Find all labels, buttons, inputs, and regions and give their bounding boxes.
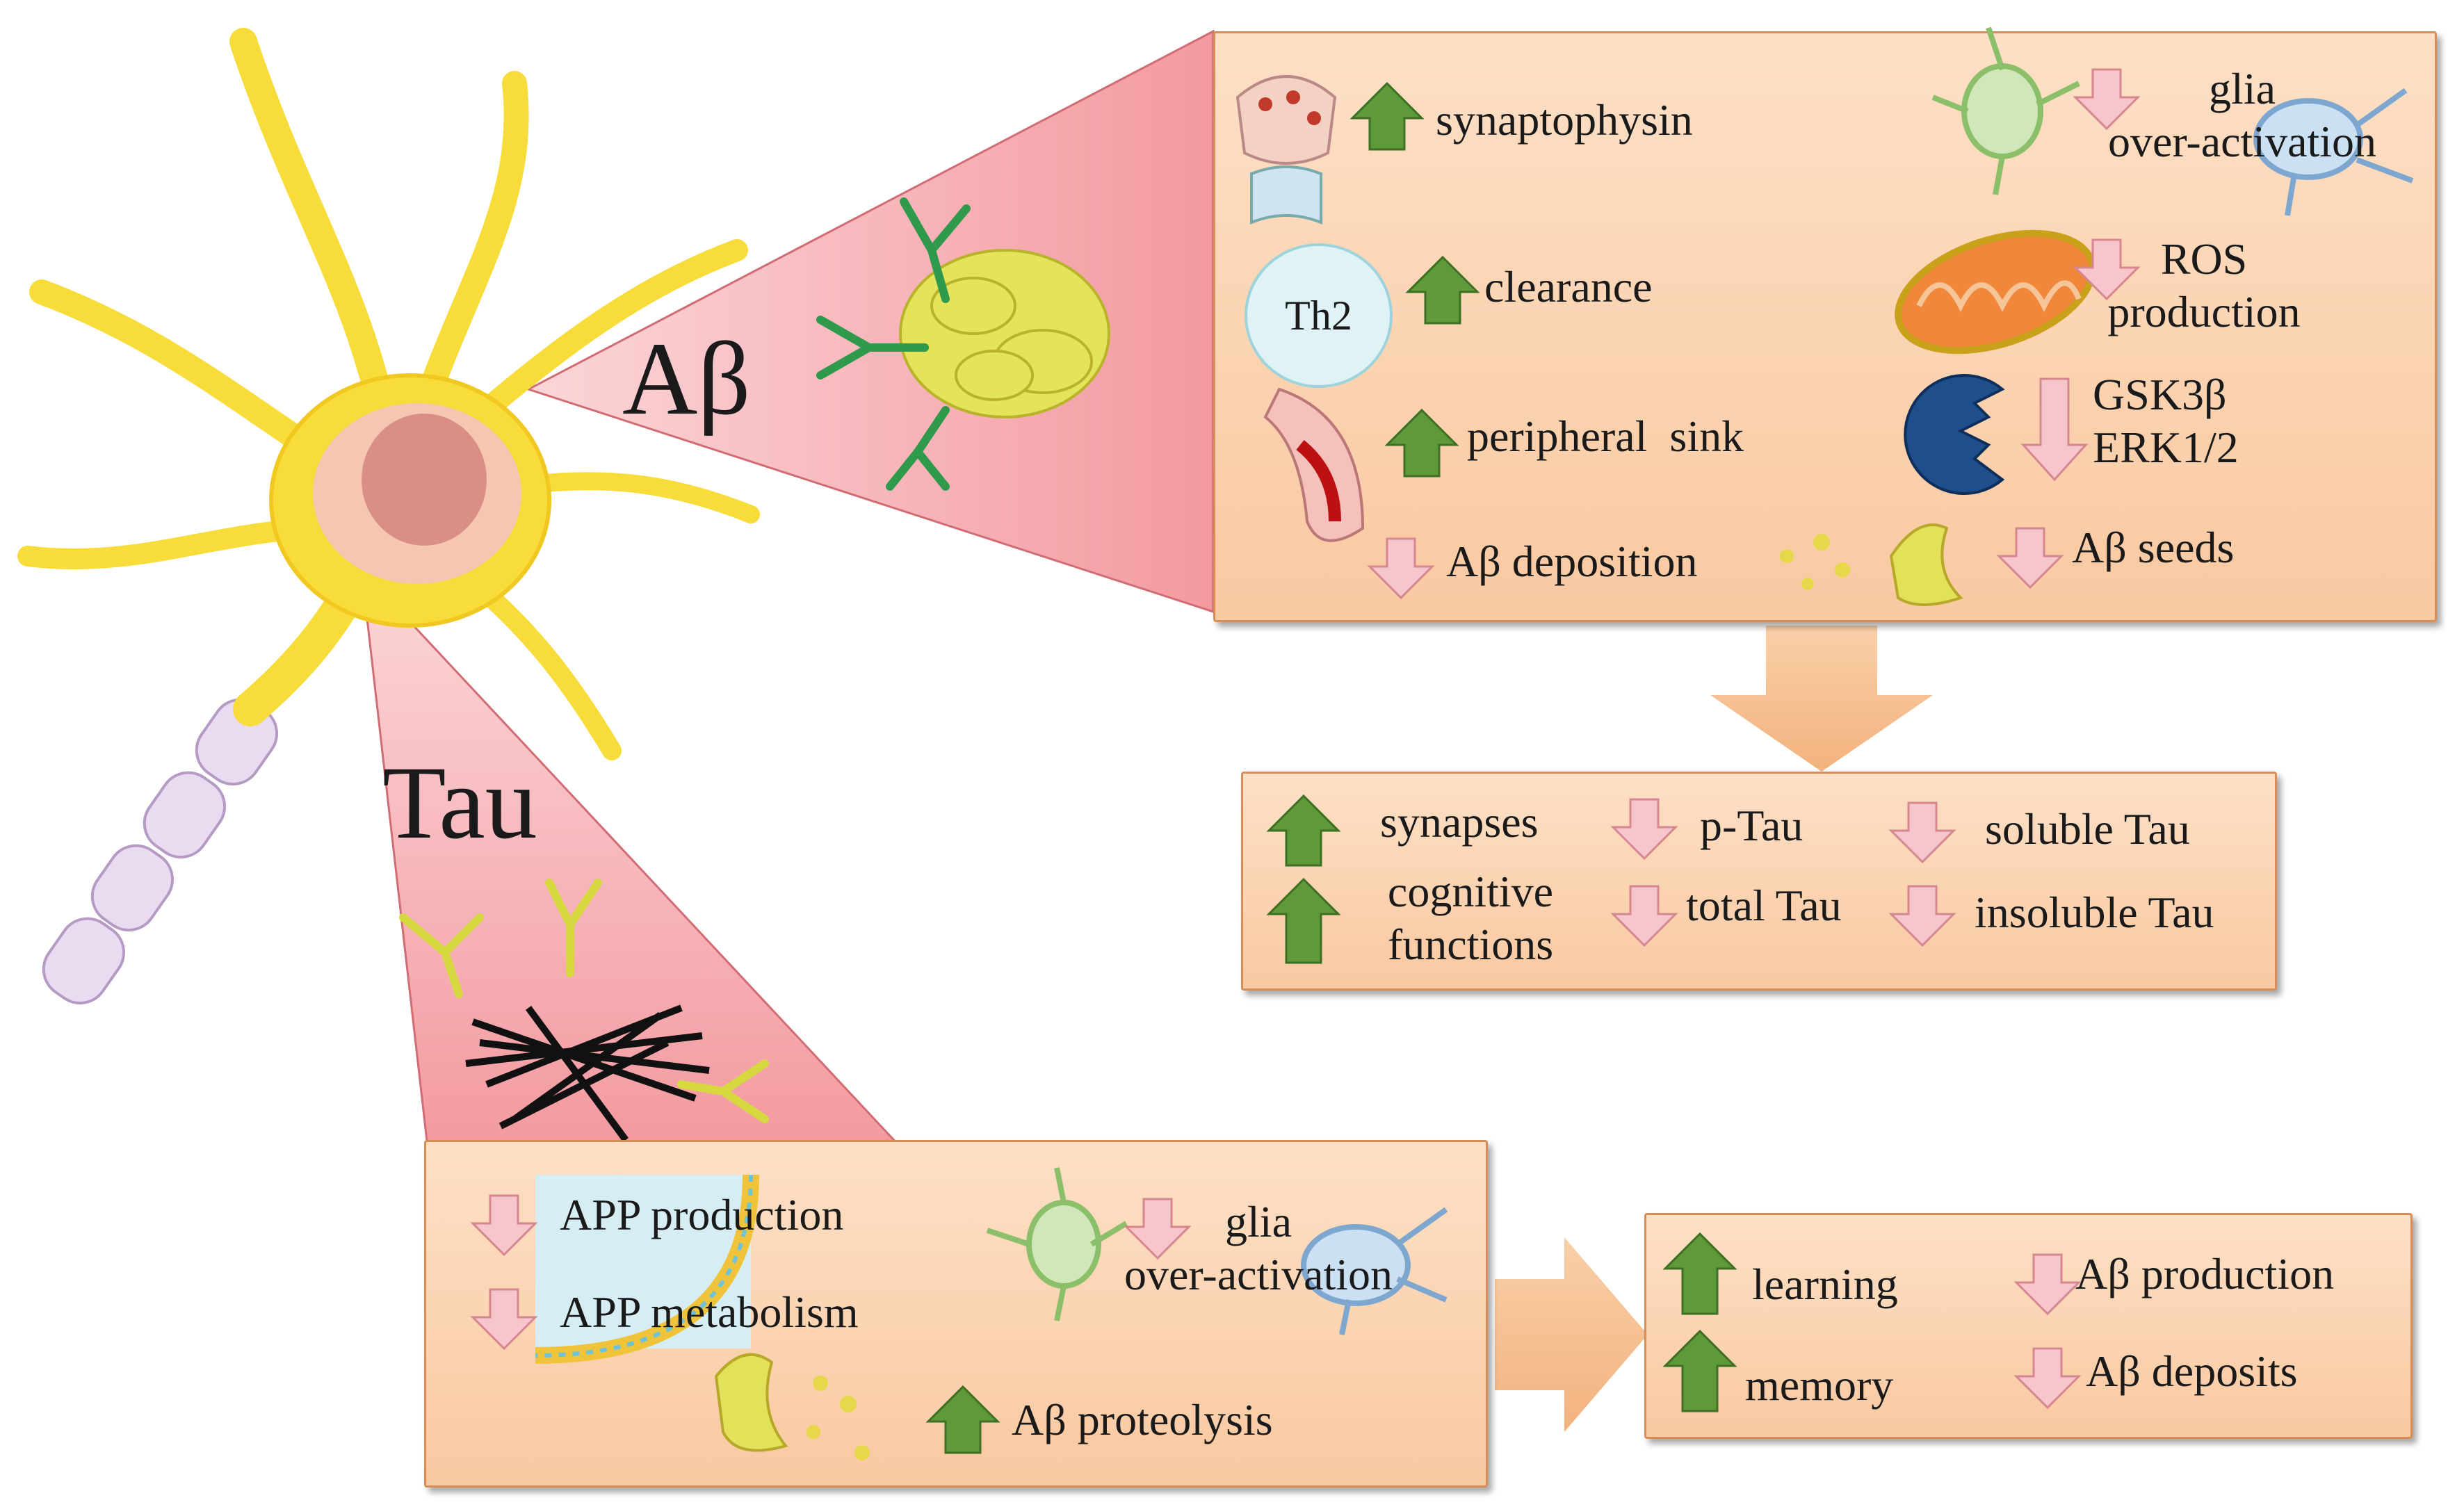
ros-production-label: ROS production [2086, 233, 2322, 338]
p-tau-label: p-Tau [1700, 801, 1804, 850]
total-tau-label: total Tau [1686, 881, 1842, 930]
down-arrow-abeta-production [2013, 1253, 2082, 1316]
gsk3b-label: GSK3β [2093, 370, 2227, 419]
app-metabolism-label: APP metabolism [560, 1287, 859, 1337]
down-arrow-soluble-tau [1888, 801, 1956, 864]
memory-label: memory [1745, 1360, 1894, 1410]
cognitive-line-2: functions [1387, 919, 1554, 969]
cognitive-functions-label: cognitive functions [1359, 865, 1582, 970]
down-flow-arrow [1710, 626, 1933, 772]
up-arrow-cognitive [1266, 877, 1341, 964]
tau-antibodies [399, 879, 769, 1123]
up-arrow-memory [1662, 1329, 1737, 1412]
down-arrow-p-tau [1610, 798, 1678, 861]
down-arrow-abeta-deposition [1367, 537, 1435, 600]
up-arrow-peripheral-sink [1384, 408, 1459, 478]
down-arrow-gsk3b [2020, 377, 2089, 482]
tau-tangle [465, 1004, 710, 1142]
th2-cell: Th2 [1245, 243, 1393, 388]
abeta-deposition-label: Aβ deposition [1446, 537, 1698, 586]
up-arrow-synapses [1266, 794, 1341, 867]
down-arrow-abeta-seeds [1996, 527, 2064, 589]
glia-line-2: over-activation [2107, 116, 2377, 166]
tau-label: Tau [382, 745, 537, 861]
down-arrow-total-tau [1610, 885, 1678, 947]
up-arrow-abeta-proteolysis [925, 1385, 1000, 1454]
abeta-label: Aβ [622, 321, 751, 437]
learning-label: learning [1752, 1260, 1898, 1309]
erk-label: ERK1/2 [2093, 422, 2239, 472]
peripheral-sink-label: peripheral sink [1467, 412, 1744, 461]
glia-line-1: glia [2209, 64, 2276, 113]
tau-outcome-panel [1644, 1213, 2413, 1439]
kinase-label: GSK3β ERK1/2 [2093, 368, 2239, 473]
glia-overactivation-label-a: glia over-activation [2086, 63, 2399, 168]
down-arrow-glia-b [1124, 1198, 1192, 1260]
clearance-label: clearance [1484, 262, 1653, 311]
down-arrow-app-production [470, 1194, 538, 1257]
abeta-seeds-label: Aβ seeds [2072, 523, 2235, 572]
abeta-aggregate [899, 249, 1110, 418]
soluble-tau-label: soluble Tau [1985, 804, 2190, 854]
glia-b-line-1: glia [1225, 1197, 1292, 1246]
down-arrow-glia-a [2073, 68, 2141, 131]
neuron-nucleus [362, 414, 487, 546]
synaptophysin-label: synaptophysin [1436, 95, 1693, 145]
up-arrow-learning [1662, 1232, 1737, 1315]
th2-label: Th2 [1285, 292, 1352, 339]
cognitive-line-1: cognitive [1387, 867, 1554, 916]
glia-overactivation-label-b: glia over-activation [1099, 1196, 1418, 1301]
insoluble-tau-label: insoluble Tau [1975, 888, 2214, 937]
right-flow-arrow [1495, 1237, 1648, 1432]
abeta-outcome-panel [1241, 772, 2277, 991]
up-arrow-clearance [1405, 255, 1480, 325]
down-arrow-abeta-deposits [2013, 1347, 2082, 1410]
abeta-proteolysis-label: Aβ proteolysis [1012, 1395, 1273, 1444]
synapses-label: synapses [1380, 797, 1539, 847]
abeta-production-label: Aβ production [2075, 1249, 2335, 1298]
ros-line-1: ROS [2160, 234, 2248, 284]
down-arrow-app-metabolism [470, 1288, 538, 1351]
up-arrow-synaptophysin [1349, 81, 1425, 151]
abeta-effects-panel [1213, 31, 2437, 622]
ros-line-2: production [2107, 286, 2301, 336]
abeta-deposits-label: Aβ deposits [2086, 1346, 2298, 1396]
down-arrow-insoluble-tau [1888, 885, 1956, 947]
app-production-label: APP production [560, 1190, 844, 1239]
down-arrow-ros [2073, 238, 2141, 301]
glia-b-line-2: over-activation [1124, 1249, 1393, 1299]
abeta-antibodies [816, 197, 971, 491]
